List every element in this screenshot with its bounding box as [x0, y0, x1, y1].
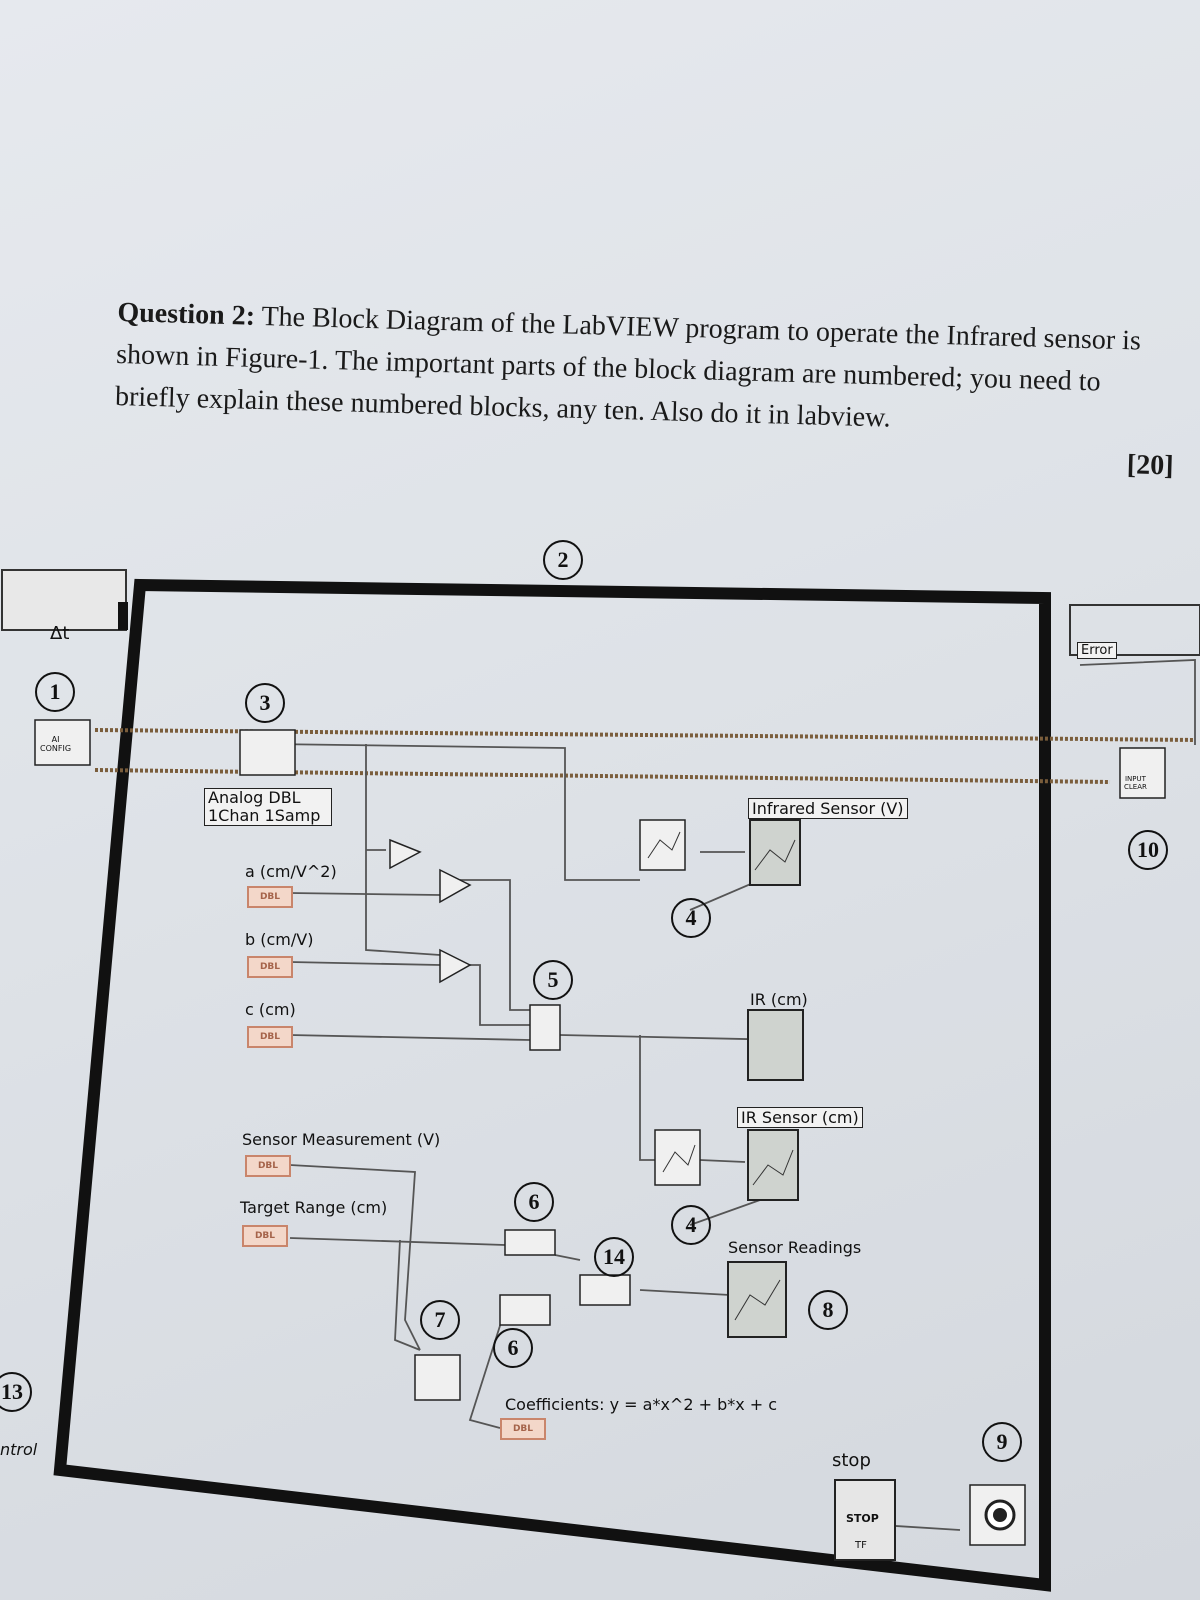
infrared-sensor-label: Infrared Sensor (V) — [748, 798, 908, 819]
ai-config-text: AI CONFIG — [40, 735, 72, 753]
bundle-icon — [579, 1274, 631, 1306]
multiply-icon-2 — [439, 948, 472, 984]
delta-t-label: Δt — [50, 623, 70, 644]
sensor-measurement-label: Sensor Measurement (V) — [242, 1130, 441, 1149]
callout-6a: 6 — [514, 1182, 554, 1222]
callout-13: 13 — [0, 1372, 32, 1412]
target-range-label: Target Range (cm) — [240, 1198, 388, 1217]
cut-off-label: ntrol — [0, 1440, 38, 1459]
callout-5: 5 — [533, 960, 573, 1000]
curve-fit-icon — [414, 1354, 461, 1401]
ai-config-icon — [34, 719, 91, 766]
callout-8: 8 — [808, 1290, 848, 1330]
input-clear-icon — [1119, 747, 1166, 799]
infrared-chart — [749, 819, 801, 886]
input-clear-text: INPUT CLEAR — [1124, 775, 1147, 791]
sensor-readings-label: Sensor Readings — [728, 1238, 862, 1257]
build-array-icon-1 — [504, 1229, 556, 1256]
ir-cm-label: IR (cm) — [750, 990, 808, 1009]
callout-4a: 4 — [671, 898, 711, 938]
b-coefficient-label: b (cm/V) — [245, 930, 314, 949]
coefficients-label: Coefficients: y = a*x^2 + b*x + c — [505, 1395, 778, 1414]
daqmx-read-icon — [239, 729, 296, 776]
a-coefficient-label: a (cm/V^2) — [245, 862, 337, 881]
callout-9: 9 — [982, 1422, 1022, 1462]
ir-sensor-chart — [747, 1129, 799, 1201]
callout-2: 2 — [543, 540, 583, 580]
ir-gauge — [747, 1009, 804, 1081]
stop-button-text: STOP — [846, 1512, 879, 1525]
callout-6b: 6 — [493, 1328, 533, 1368]
callout-7: 7 — [420, 1300, 460, 1340]
multiply-icon-1 — [439, 868, 472, 904]
square-function-icon — [389, 838, 422, 870]
callout-4b: 4 — [671, 1205, 711, 1245]
callout-14: 14 — [594, 1237, 634, 1277]
while-loop-frame — [53, 578, 1051, 1592]
stop-label: stop — [832, 1450, 871, 1471]
dbl-terminal-a: DBL — [247, 886, 293, 908]
callout-3: 3 — [245, 683, 285, 723]
compound-add-icon — [529, 1004, 561, 1051]
timing-stub — [1, 569, 127, 631]
error-label: Error — [1077, 642, 1117, 659]
callout-1: 1 — [35, 672, 75, 712]
dbl-terminal-b: DBL — [247, 956, 293, 978]
ir-sensor-label: IR Sensor (cm) — [737, 1107, 863, 1128]
analog-read-selector: Analog DBL 1Chan 1Samp — [204, 788, 332, 826]
dbl-terminal-coefficients: DBL — [500, 1418, 546, 1440]
build-array-icon-2 — [499, 1294, 551, 1326]
waveform-icon-2 — [654, 1129, 701, 1186]
callout-10: 10 — [1128, 830, 1168, 870]
tf-terminal: TF — [855, 1540, 867, 1551]
dbl-terminal-c: DBL — [247, 1026, 293, 1048]
waveform-icon-1 — [639, 819, 686, 871]
stop-button-frame — [834, 1479, 896, 1561]
dbl-terminal-target: DBL — [242, 1225, 288, 1247]
dbl-terminal-sensor: DBL — [245, 1155, 291, 1177]
c-coefficient-label: c (cm) — [245, 1000, 296, 1019]
